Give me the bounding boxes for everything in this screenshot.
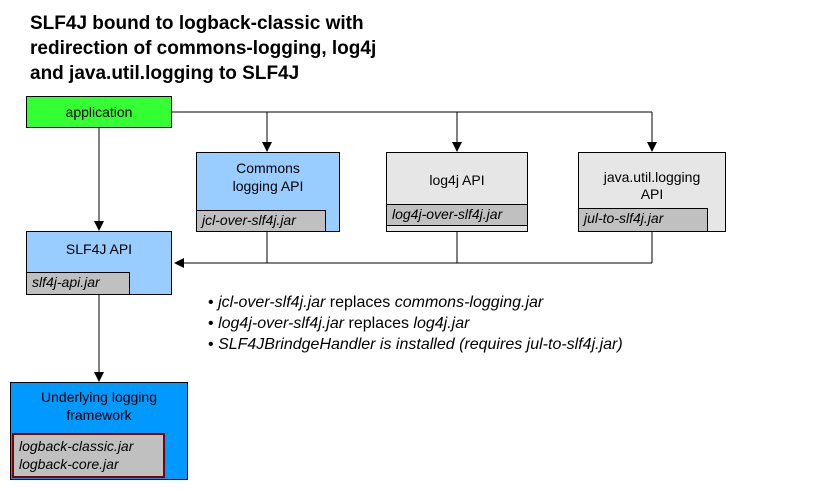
title-line-1: SLF4J bound to logback-classic with (30, 13, 364, 34)
note-italic: jcl-over-slf4j.jar (218, 294, 326, 311)
slf4j-api-jar: slf4j-api.jar (26, 272, 130, 295)
note-bullet: • (208, 294, 214, 311)
note-italic-2: commons-logging.jar (394, 294, 544, 311)
title-line-3: and java.util.logging to SLF4J (30, 63, 300, 84)
logback-classic-jar: logback-classic.jar (19, 438, 134, 454)
jul-to-slf4j-jar: jul-to-slf4j.jar (578, 208, 708, 232)
jul-api-box: java.util.logging API jul-to-slf4j.jar (578, 152, 726, 232)
jul-label-line-1: java.util.logging (603, 169, 701, 185)
title-line-2: redirection of commons-logging, log4j (30, 38, 377, 59)
log4j-api-box: log4j API log4j-over-slf4j.jar (386, 152, 528, 232)
underlying-label-line-2: framework (66, 407, 132, 423)
note-text: replaces (325, 294, 395, 311)
note-text: replaces (344, 315, 414, 332)
jcl-over-slf4j-jar: jcl-over-slf4j.jar (196, 210, 326, 232)
note-italic: SLF4JBrindgeHandler is installed (requir… (218, 336, 623, 353)
commons-logging-label-line-1: Commons (236, 160, 300, 176)
commons-logging-label-line-2: logging API (232, 178, 304, 194)
diagram-title: SLF4J bound to logback-classic with redi… (30, 11, 376, 86)
notes-list: • jcl-over-slf4j.jar replaces commons-lo… (208, 292, 623, 355)
note-item: • log4j-over-slf4j.jar replaces log4j.ja… (208, 313, 623, 334)
commons-logging-api-box: Commons logging API jcl-over-slf4j.jar (196, 152, 340, 232)
application-box: application (26, 96, 172, 128)
note-item: • SLF4JBrindgeHandler is installed (requ… (208, 334, 623, 355)
application-label: application (65, 104, 133, 120)
note-italic-2: log4j.jar (413, 315, 470, 332)
underlying-label-line-1: Underlying logging (41, 389, 157, 405)
underlying-framework-box: Underlying logging framework logback-cla… (10, 382, 188, 480)
logback-core-jar: logback-core.jar (19, 456, 119, 472)
slf4j-api-box: SLF4J API slf4j-api.jar (26, 231, 172, 295)
note-item: • jcl-over-slf4j.jar replaces commons-lo… (208, 292, 623, 313)
log4j-api-label: log4j API (429, 172, 485, 188)
note-bullet: • (208, 315, 214, 332)
note-bullet: • (208, 336, 214, 353)
slf4j-api-label: SLF4J API (65, 241, 133, 257)
log4j-over-slf4j-jar: log4j-over-slf4j.jar (386, 204, 528, 226)
logback-jars: logback-classic.jar logback-core.jar (12, 433, 165, 478)
jul-label-line-2: API (640, 186, 664, 202)
note-italic: log4j-over-slf4j.jar (218, 315, 345, 332)
